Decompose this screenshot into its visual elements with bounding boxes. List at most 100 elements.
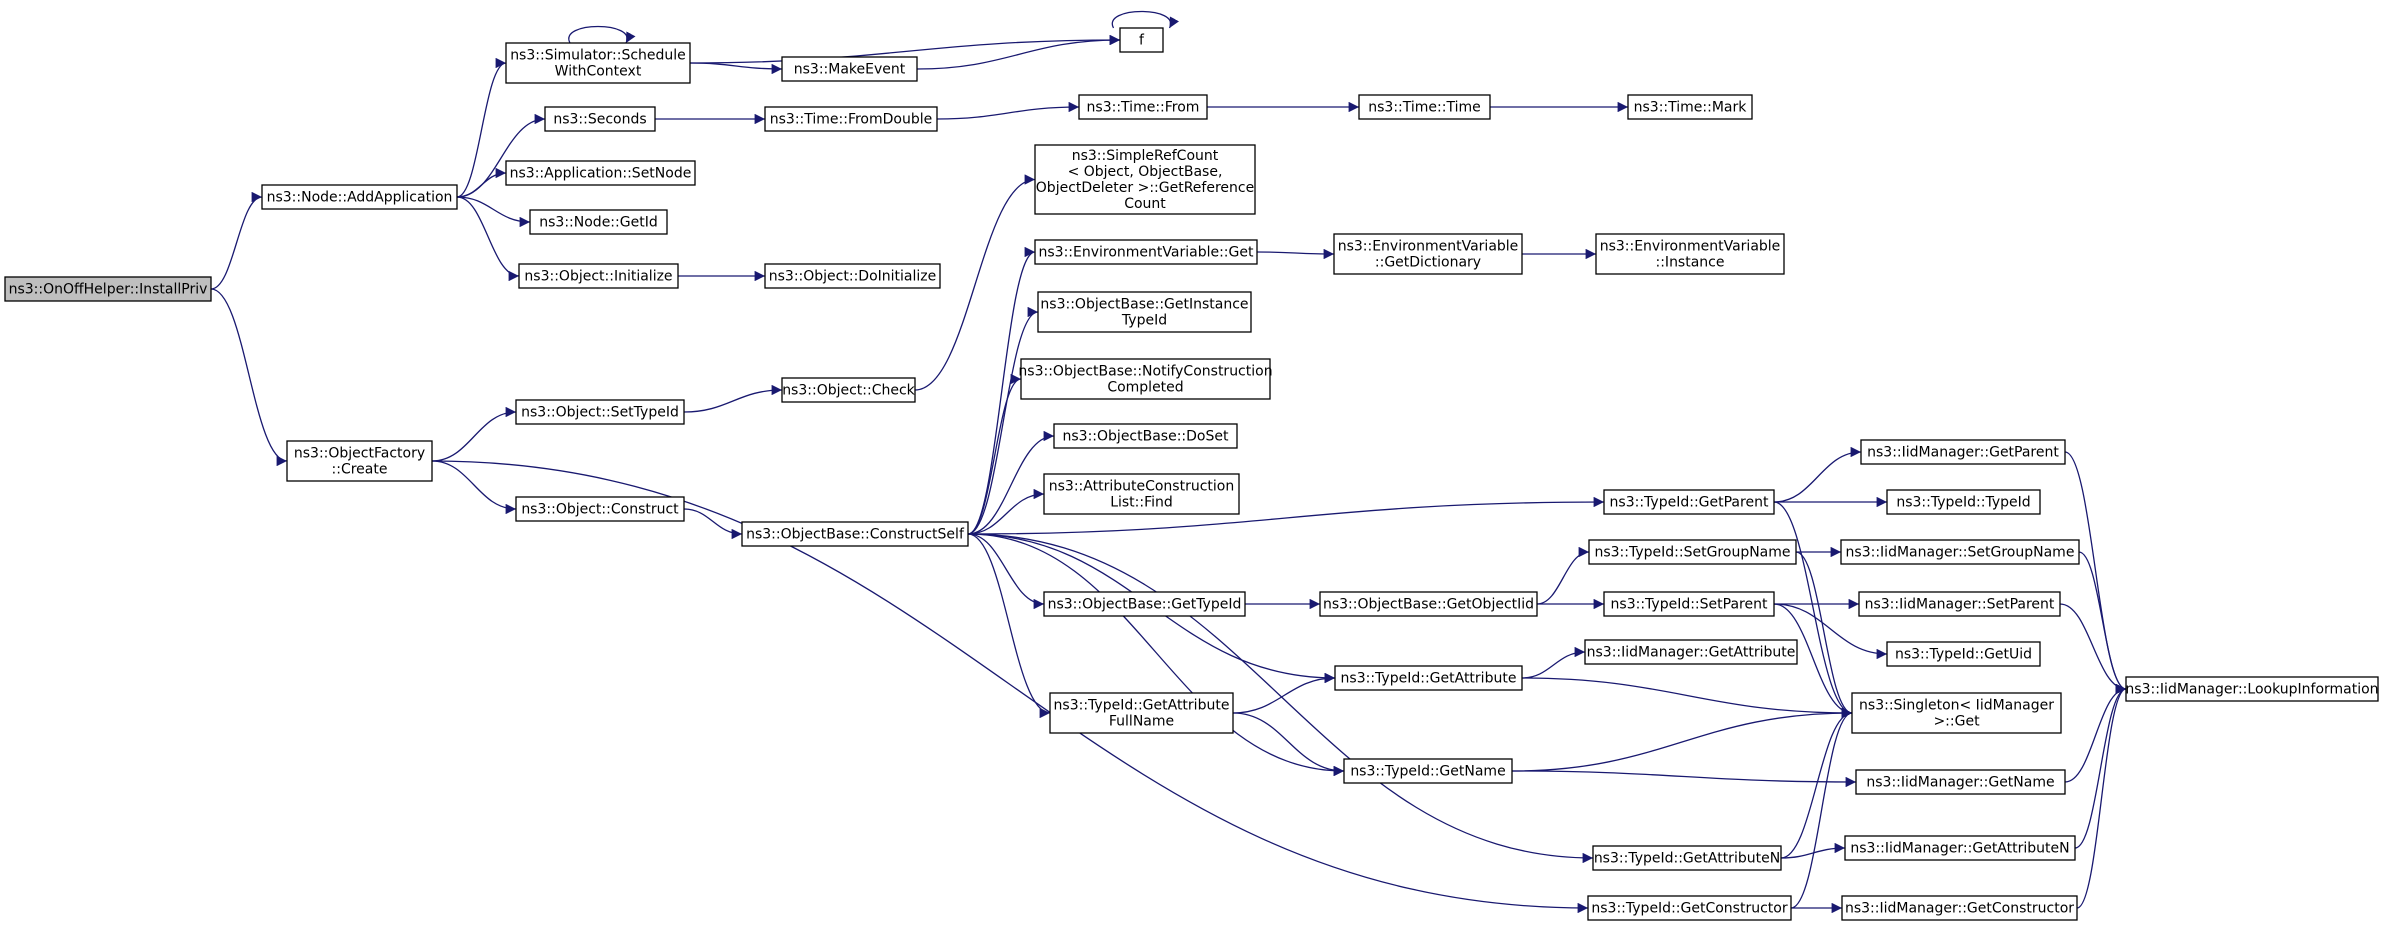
node-settypeid[interactable]: ns3::Object::SetTypeId [515, 399, 685, 425]
node-box [1343, 758, 1513, 784]
node-makeevent[interactable]: ns3::MakeEvent [781, 56, 918, 82]
node-fromdouble[interactable]: ns3::Time::FromDouble [764, 106, 938, 132]
node-lookup[interactable]: ns3::IidManager::LookupInformation [2125, 676, 2379, 702]
node-box [1043, 591, 1246, 617]
node-notify[interactable]: ns3::ObjectBase::NotifyConstructionCompl… [1018, 358, 1273, 400]
node-box [1053, 423, 1238, 449]
node-label: ns3::IidManager::GetConstructor [1845, 901, 2074, 917]
node-label: ns3::IidManager::GetParent [1867, 445, 2059, 461]
node-label: ns3::IidManager::SetParent [1865, 597, 2055, 613]
node-tsetgroup[interactable]: ns3::TypeId::SetGroupName [1588, 539, 1797, 565]
node-label: ns3::Object::SetTypeId [521, 405, 679, 421]
node-tsetparent[interactable]: ns3::TypeId::SetParent [1603, 591, 1775, 617]
node-seconds[interactable]: ns3::Seconds [544, 106, 656, 132]
node-label: ns3::TypeId::GetAttribute [1341, 671, 1517, 687]
node-label: ns3::ObjectBase::DoSet [1063, 429, 1229, 445]
node-check[interactable]: ns3::Object::Check [781, 377, 916, 403]
node-envdict[interactable]: ns3::EnvironmentVariable::GetDictionary [1333, 233, 1523, 275]
node-label: ns3::Time::From [1087, 100, 1200, 116]
node-addapp[interactable]: ns3::Node::AddApplication [261, 184, 458, 210]
node-label: ns3::Node::AddApplication [267, 190, 453, 206]
node-timetime[interactable]: ns3::Time::Time [1358, 94, 1491, 120]
node-simplerefcount[interactable]: ns3::SimpleRefCount< Object, ObjectBase,… [1034, 144, 1256, 215]
node-timefrom[interactable]: ns3::Time::From [1078, 94, 1208, 120]
node-construct[interactable]: ns3::Object::Construct [515, 496, 685, 522]
node-box [1034, 144, 1256, 215]
node-f[interactable]: f [1119, 27, 1164, 53]
edge-tgetname-to-singleton [1511, 707, 1853, 772]
node-tgetname[interactable]: ns3::TypeId::GetName [1343, 758, 1513, 784]
node-label: ns3::Application::SetNode [510, 166, 692, 182]
node-box [1592, 845, 1782, 871]
node-label: < Object, ObjectBase, [1068, 164, 1223, 180]
node-label: f [1139, 33, 1145, 49]
node-getobjiid[interactable]: ns3::ObjectBase::GetObjectIid [1319, 591, 1538, 617]
node-box [741, 521, 969, 547]
node-iidgetattr[interactable]: ns3::IidManager::GetAttribute [1584, 639, 1798, 665]
node-tgetuid[interactable]: ns3::TypeId::GetUid [1886, 641, 2041, 667]
node-label: ns3::IidManager::GetAttributeN [1850, 841, 2069, 857]
node-label: ns3::Time::Time [1368, 100, 1480, 116]
node-box [1840, 539, 2080, 565]
node-constructself[interactable]: ns3::ObjectBase::ConstructSelf [741, 521, 969, 547]
node-label: ns3::Object::Construct [521, 502, 679, 518]
edge-getobjiid-to-tsetgroup [1536, 546, 1590, 605]
node-tgetattrn[interactable]: ns3::TypeId::GetAttributeN [1592, 845, 1782, 871]
node-label: WithContext [555, 64, 642, 80]
node-box [1049, 692, 1234, 734]
node-iidgetname[interactable]: ns3::IidManager::GetName [1855, 769, 2066, 795]
node-tgetctor[interactable]: ns3::TypeId::GetConstructor [1587, 895, 1792, 921]
node-label: ns3::EnvironmentVariable [1600, 239, 1781, 255]
node-create[interactable]: ns3::ObjectFactory::Create [286, 440, 433, 482]
node-label: ns3::ObjectBase::NotifyConstruction [1018, 364, 1272, 380]
edge-create-to-construct [431, 460, 517, 515]
node-timemark[interactable]: ns3::Time::Mark [1627, 94, 1753, 120]
node-doset[interactable]: ns3::ObjectBase::DoSet [1053, 423, 1238, 449]
edge-constructself-to-tgetparent [967, 496, 1605, 535]
node-appsetnode[interactable]: ns3::Application::SetNode [505, 160, 696, 186]
node-root[interactable]: ns3::OnOffHelper::InstallPriv [4, 276, 212, 302]
edge-fromdouble-to-timefrom [936, 101, 1080, 120]
node-label: ns3::TypeId::GetUid [1895, 647, 2032, 663]
node-envget[interactable]: ns3::EnvironmentVariable::Get [1034, 239, 1258, 265]
node-tgetattr[interactable]: ns3::TypeId::GetAttribute [1334, 665, 1523, 691]
edge-root-to-create [210, 288, 288, 467]
node-iidgetattrn[interactable]: ns3::IidManager::GetAttributeN [1844, 835, 2076, 861]
edge-constructself-to-notify [967, 373, 1022, 535]
node-iidgetctor[interactable]: ns3::IidManager::GetConstructor [1841, 895, 2078, 921]
node-typeidtypeid[interactable]: ns3::TypeId::TypeId [1886, 489, 2041, 515]
node-label: ns3::TypeId::GetConstructor [1591, 901, 1787, 917]
node-singleton[interactable]: ns3::Singleton< IidManager >::Get [1851, 692, 2062, 734]
node-label: ns3::SimpleRefCount [1072, 148, 1219, 164]
edge-f-to-f [1111, 10, 1180, 29]
node-label: ns3::Node::GetId [539, 215, 657, 231]
node-doinit[interactable]: ns3::Object::DoInitialize [764, 263, 941, 289]
edge-schedwc-to-makeevent [689, 62, 783, 75]
node-envinst[interactable]: ns3::EnvironmentVariable::Instance [1595, 233, 1785, 275]
node-box [4, 276, 212, 302]
node-iidgetparent[interactable]: ns3::IidManager::GetParent [1860, 439, 2066, 465]
node-box [1119, 27, 1164, 53]
edge-tgetattrfull-to-tgetattr [1232, 672, 1336, 714]
node-label: ns3::Time::FromDouble [770, 112, 933, 128]
node-box [781, 377, 916, 403]
node-box [505, 42, 691, 84]
node-objinit[interactable]: ns3::Object::Initialize [518, 263, 679, 289]
node-box [1886, 489, 2041, 515]
node-nodegetid[interactable]: ns3::Node::GetId [529, 209, 668, 235]
node-iidsetgroup[interactable]: ns3::IidManager::SetGroupName [1840, 539, 2080, 565]
node-box [1603, 591, 1775, 617]
edge-constructself-to-attrfind [967, 488, 1045, 535]
node-obgettid[interactable]: ns3::ObjectBase::GetTypeId [1043, 591, 1246, 617]
node-label: ns3::OnOffHelper::InstallPriv [9, 282, 208, 298]
edge-construct-to-constructself [683, 508, 743, 540]
node-iidsetparent[interactable]: ns3::IidManager::SetParent [1858, 591, 2061, 617]
node-box [1588, 539, 1797, 565]
node-tgetparent[interactable]: ns3::TypeId::GetParent [1603, 489, 1775, 515]
node-box [1584, 639, 1798, 665]
